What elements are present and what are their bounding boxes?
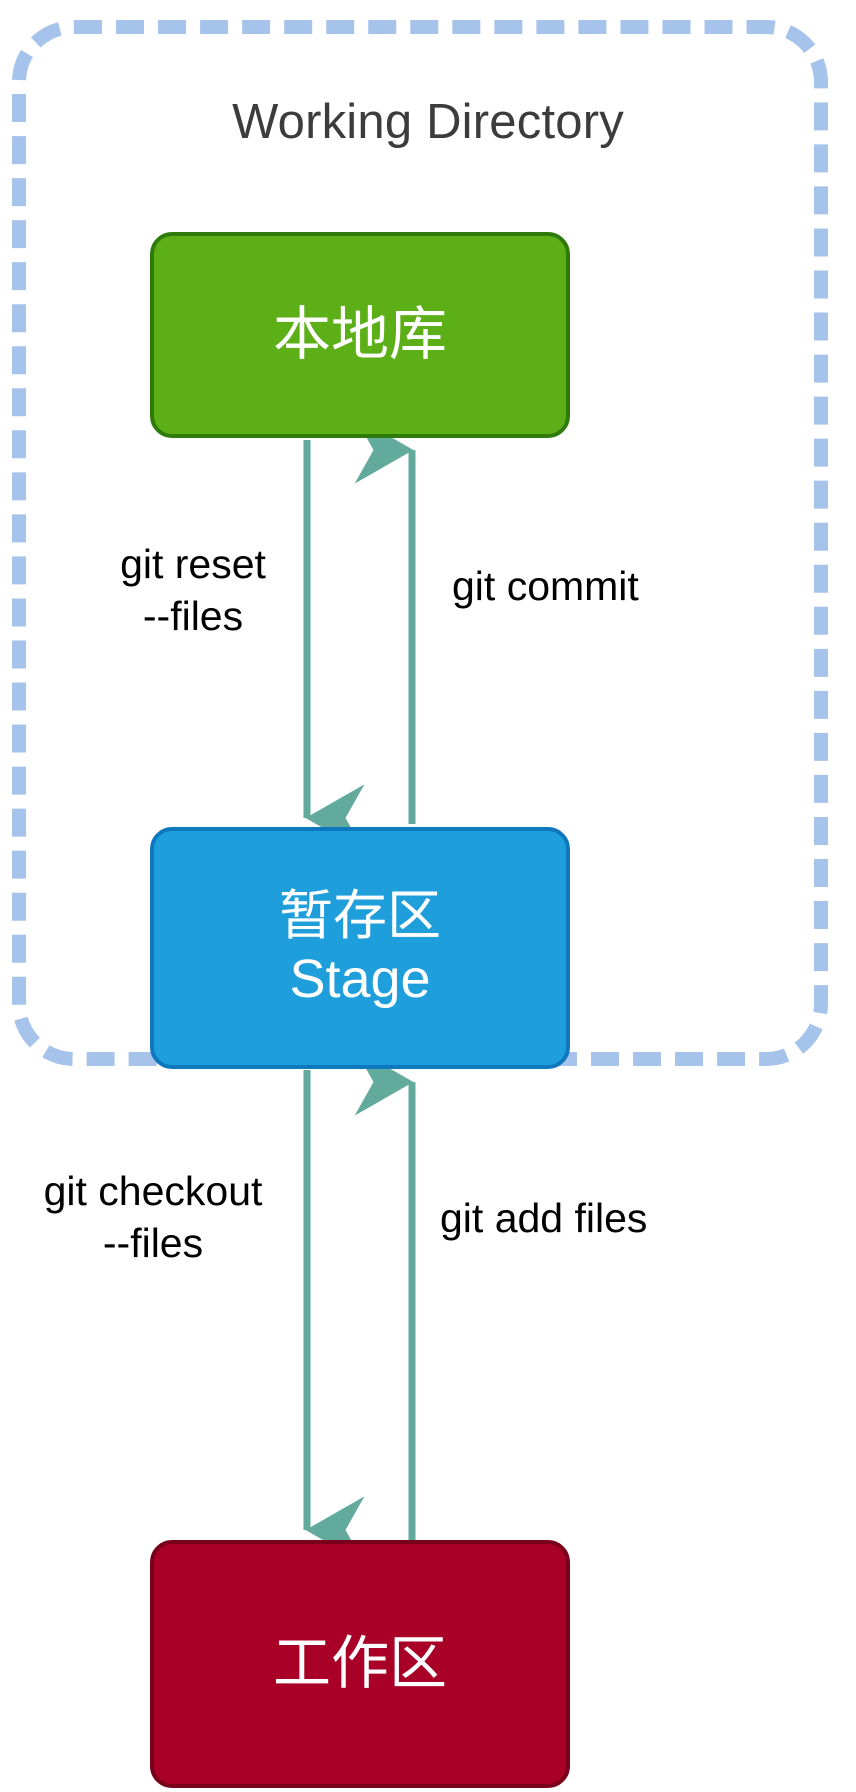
arrow-label-git-reset: git reset --files [120, 541, 266, 640]
node-local-repository[interactable]: 本地库 [150, 232, 570, 438]
arrow-label-git-add: git add files [440, 1195, 648, 1241]
node-stage[interactable]: 暂存区 Stage [150, 827, 570, 1069]
arrow-label-git-checkout: git checkout --files [43, 1168, 263, 1267]
node-stage-label-cn: 暂存区 [279, 886, 441, 947]
working-directory-title: Working Directory [232, 95, 624, 149]
arrow-label-git-commit: git commit [452, 563, 639, 609]
node-workspace-label: 工作区 [272, 1630, 447, 1696]
node-stage-label-en: Stage [289, 949, 431, 1009]
node-local-repository-label: 本地库 [272, 301, 447, 367]
node-workspace[interactable]: 工作区 [150, 1540, 570, 1788]
